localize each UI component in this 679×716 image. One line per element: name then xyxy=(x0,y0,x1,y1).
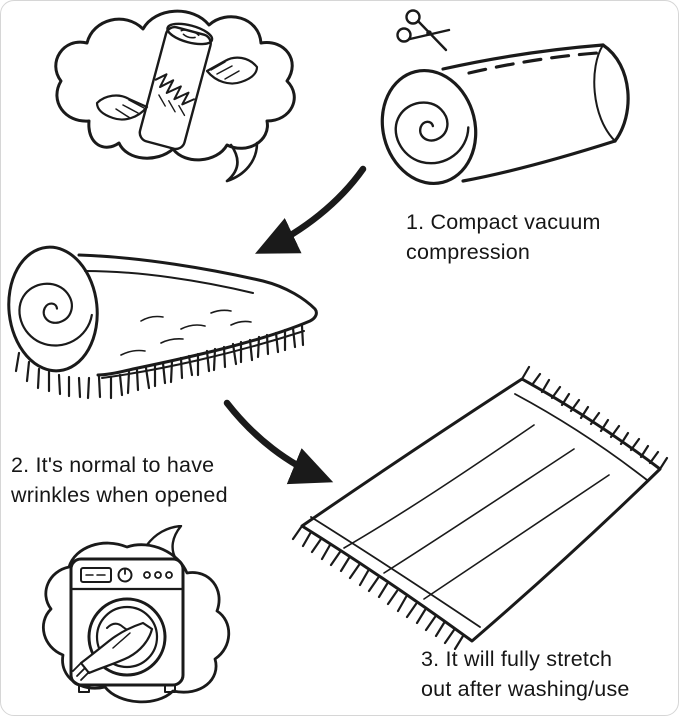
washing-bubble xyxy=(42,525,231,704)
blanket-roll-spiral xyxy=(18,282,93,347)
right-hand-icon xyxy=(205,56,259,85)
thought-bubble-tail xyxy=(225,141,259,183)
step2-label: 2. It's normal to have wrinkles when ope… xyxy=(11,450,228,510)
step1-label-line1: 1. Compact vacuum xyxy=(406,210,601,234)
washer-button xyxy=(154,571,162,579)
left-hand-icon xyxy=(95,94,149,121)
compressed-roll-illustration xyxy=(380,9,630,186)
washer-knob xyxy=(117,567,133,583)
unrolling-blanket-illustration xyxy=(7,245,318,400)
step3-label: 3. It will fully stretch out after washi… xyxy=(421,644,630,704)
step3-label-line1: 3. It will fully stretch xyxy=(421,647,613,671)
spread-blanket-creases xyxy=(343,424,610,600)
speech-bubble-outline xyxy=(42,541,231,704)
roll-body xyxy=(380,43,630,186)
spread-blanket-outline xyxy=(300,377,662,643)
step1-label-line2: compression xyxy=(406,240,531,264)
washer-door xyxy=(87,597,167,677)
scissors-icon xyxy=(396,9,451,52)
washer-display xyxy=(80,567,112,583)
step2-label-line1: 2. It's normal to have xyxy=(11,453,215,477)
washer-button xyxy=(165,571,173,579)
blanket-wrinkles xyxy=(120,309,252,356)
step3-label-line2: out after washing/use xyxy=(421,677,630,701)
spread-blanket-illustration xyxy=(291,365,669,651)
spread-blanket-hems xyxy=(310,393,648,628)
step2-label-line2: wrinkles when opened xyxy=(11,483,228,507)
step1-label: 1. Compact vacuum compression xyxy=(406,207,601,267)
cut-dashed-line xyxy=(467,51,599,75)
roll-spiral xyxy=(394,101,470,165)
thought-bubble-outline xyxy=(54,9,296,162)
sealed-roll-icon xyxy=(138,22,214,151)
speech-bubble-tail xyxy=(145,525,183,561)
opening-thought-bubble xyxy=(54,9,296,183)
washing-machine-icon xyxy=(69,557,185,693)
blanket-fringe xyxy=(14,324,305,400)
blanket-roll-end xyxy=(7,245,99,373)
spread-blanket-fringe xyxy=(291,365,669,651)
washer-button xyxy=(143,571,151,579)
